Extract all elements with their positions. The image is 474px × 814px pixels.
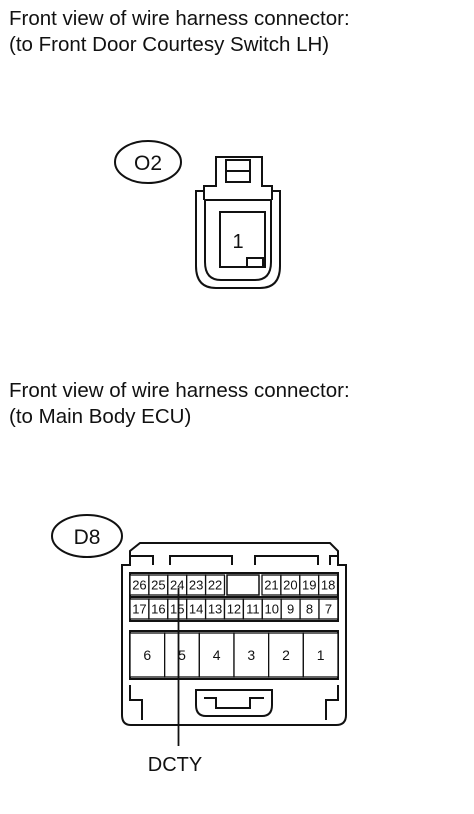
pin-20-label: 20 (283, 578, 297, 593)
pin-8-label: 8 (306, 602, 313, 617)
caption-main-body-ecu: Front view of wire harness connector: (t… (9, 378, 350, 430)
connector-d8-top-rim (129, 555, 338, 565)
pin-3-label: 3 (247, 647, 255, 663)
pin-10-label: 10 (265, 602, 279, 617)
connector-o2-id-label: O2 (134, 152, 162, 175)
pin-1-label: 1 (317, 647, 325, 663)
pin-25-label: 25 (151, 578, 165, 593)
pin-1-cavity (302, 632, 339, 678)
pin-15-label: 15 (170, 602, 184, 617)
caption-front-door-courtesy-switch: Front view of wire harness connector: (t… (9, 6, 350, 58)
connector-o2-pin-label-1: 1 (232, 231, 243, 253)
connector-d8-blank-cavity (226, 574, 260, 596)
connector-o2-id-bubble (114, 140, 182, 184)
pin-7-label: 7 (325, 602, 332, 617)
pin-16-label: 16 (151, 602, 165, 617)
connector-d8-id-label: D8 (74, 526, 101, 549)
connector-o2-key (246, 257, 264, 268)
connector-o2: O2 1 (114, 140, 281, 289)
pin-14-label: 14 (189, 602, 203, 617)
pin-11-label: 11 (246, 602, 260, 617)
caption-line-1: Front view of wire harness connector: (9, 379, 350, 402)
connector-d8-bottom-latch (195, 689, 273, 717)
caption-line-2: (to Front Door Courtesy Switch LH) (9, 33, 330, 56)
connector-d8-signal-label: DCTY (148, 754, 202, 776)
pin-21-label: 21 (264, 578, 278, 593)
pin-19-label: 19 (302, 578, 316, 593)
connector-o2-inner-frame (204, 199, 272, 281)
pin-9-label: 9 (287, 602, 294, 617)
pin-4-label: 4 (213, 647, 221, 663)
pin-22-label: 22 (208, 578, 222, 593)
pin-13-label: 13 (208, 602, 222, 617)
pin-17-label: 17 (132, 602, 146, 617)
pin-7-cavity (318, 598, 339, 620)
connector-d8-bottom-latch-inner (204, 697, 264, 709)
pin-6-cavity (129, 632, 166, 678)
caption-line-2: (to Main Body ECU) (9, 405, 192, 428)
caption-line-1: Front view of wire harness connector: (9, 7, 350, 30)
pin-26-label: 26 (132, 578, 146, 593)
pin-23-label: 23 (189, 578, 203, 593)
pin-22-cavity (204, 574, 226, 596)
pin-5-cavity (164, 632, 200, 678)
pin-18-cavity (318, 574, 339, 596)
pin-18-label: 18 (321, 578, 335, 593)
connector-d8-lower-body (129, 685, 339, 720)
pin-2-label: 2 (282, 647, 290, 663)
pin-6-label: 6 (143, 647, 151, 663)
pin-12-label: 12 (227, 602, 241, 617)
pin-24-label: 24 (170, 578, 184, 593)
pin-5-label: 5 (178, 647, 186, 663)
connector-d8-id-bubble (51, 514, 123, 558)
